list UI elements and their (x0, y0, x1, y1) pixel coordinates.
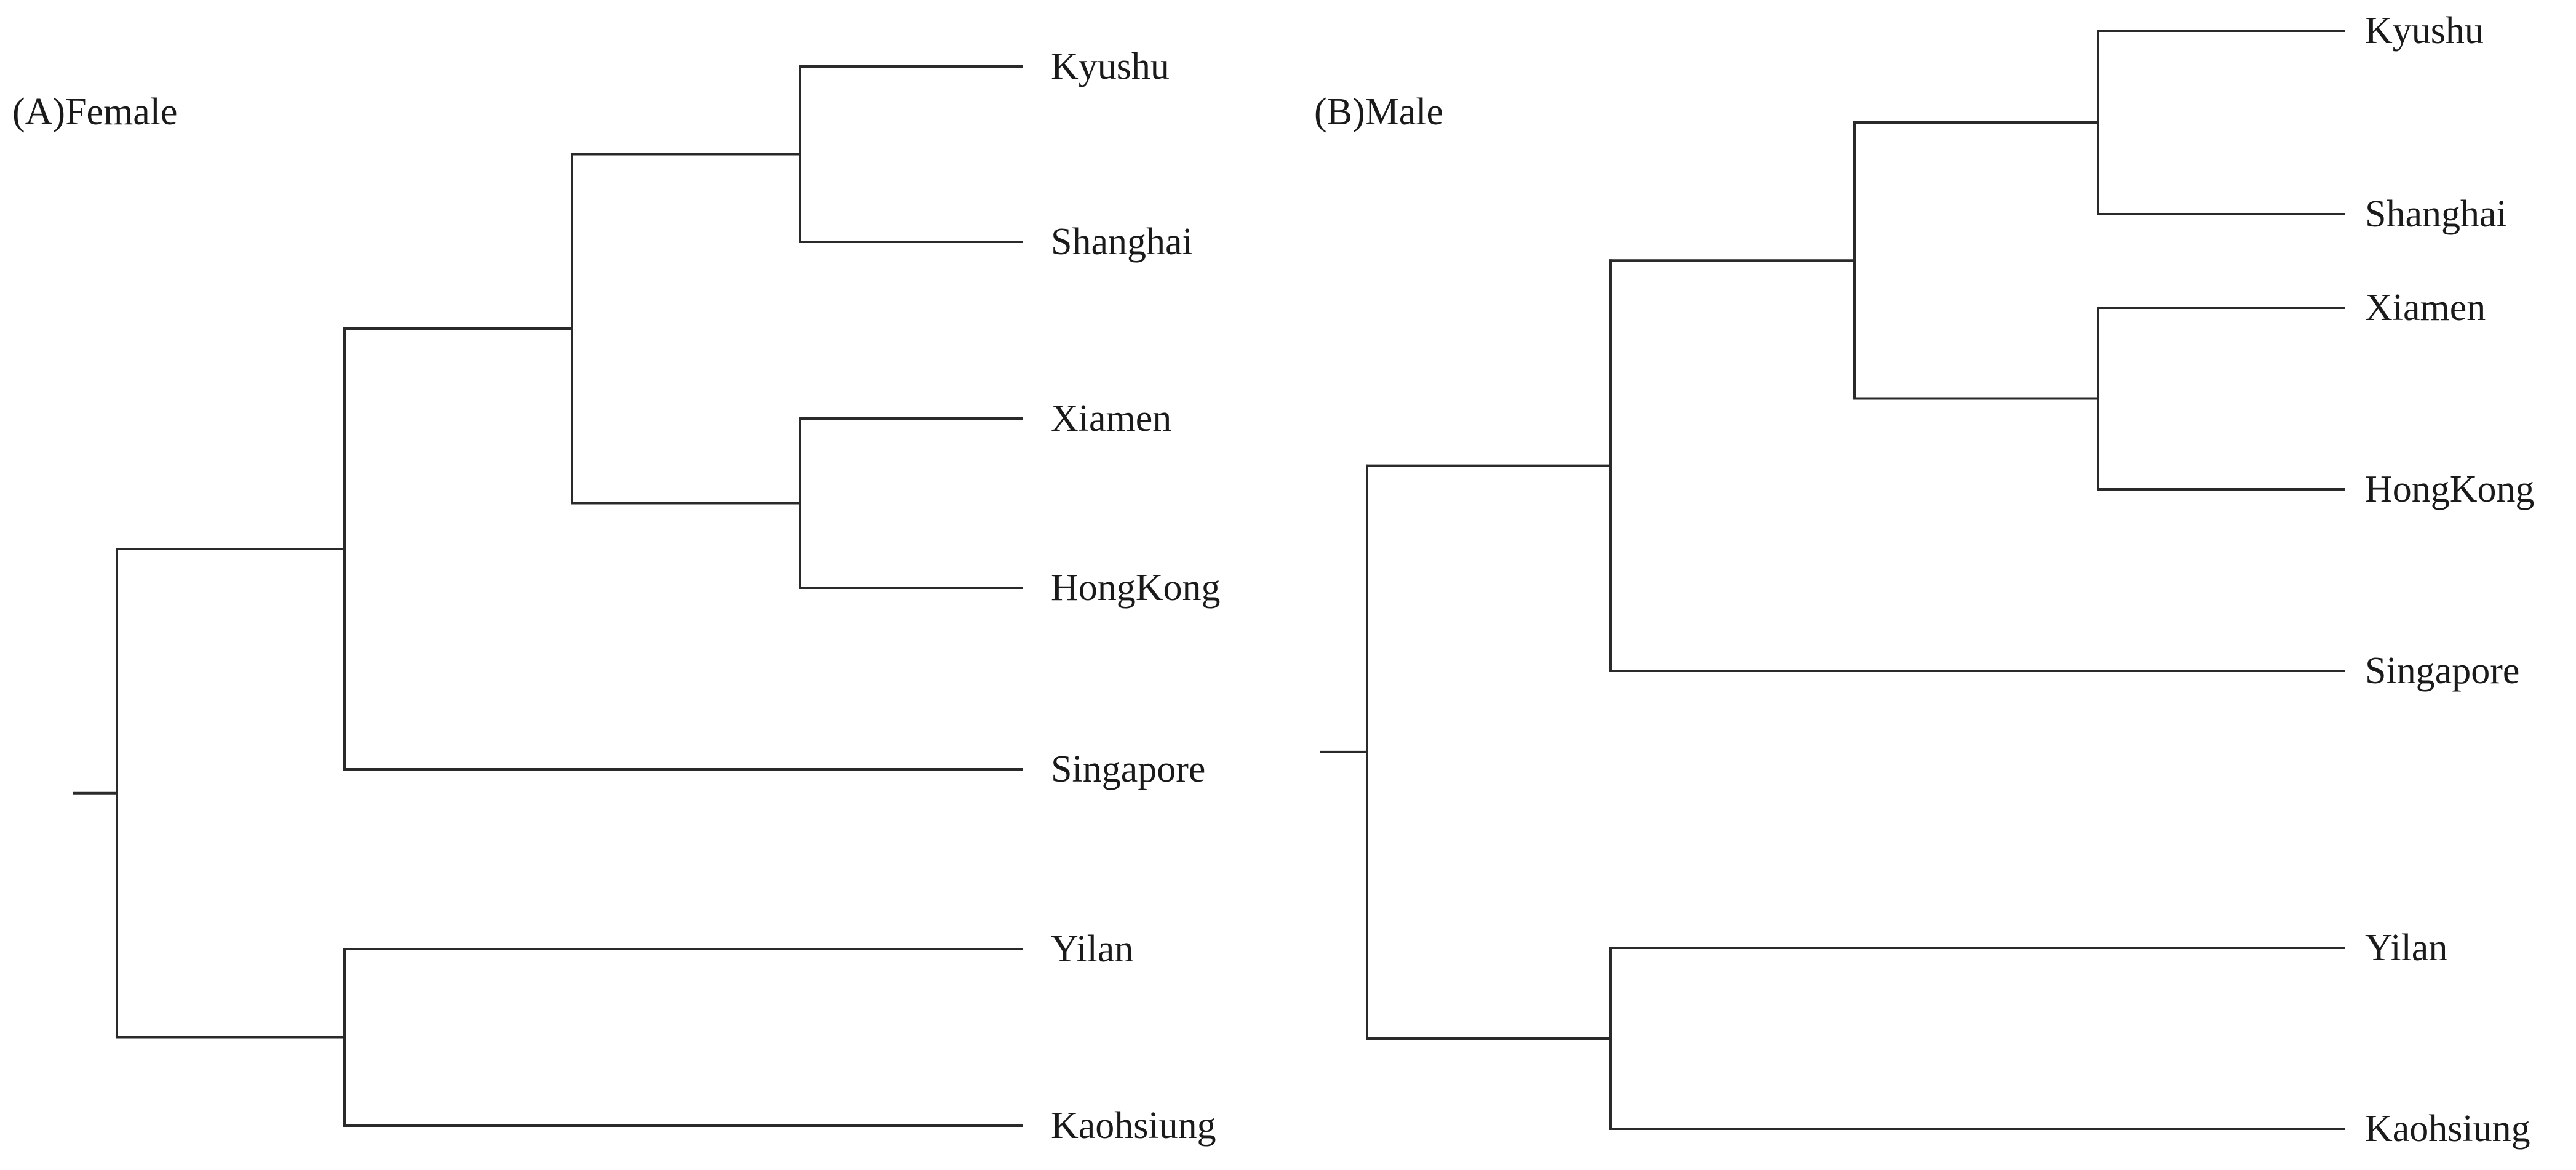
leaf-label: Singapore (2365, 650, 2519, 692)
tree-female: KyushuShanghaiXiamenHongKongSingaporeYil… (73, 46, 1221, 1147)
panel-title-male: (B)Male (1314, 91, 1443, 133)
leaf-label: HongKong (2365, 468, 2535, 510)
leaf-label: Kaohsiung (1051, 1105, 1216, 1147)
leaf-label: Shanghai (2365, 193, 2507, 235)
leaf-label: Xiamen (2365, 287, 2486, 329)
leaf-label: Yilan (2365, 927, 2447, 969)
leaf-label: Kaohsiung (2365, 1108, 2530, 1150)
panel-title-female: (A)Female (12, 91, 178, 133)
leaf-label: Xiamen (1051, 398, 1171, 439)
leaf-label: Singapore (1051, 748, 1205, 790)
tree-male: KyushuShanghaiXiamenHongKongSingaporeYil… (1320, 10, 2535, 1150)
leaf-label: HongKong (1051, 567, 1221, 609)
leaf-label: Kyushu (1051, 46, 1170, 87)
leaf-label: Shanghai (1051, 221, 1193, 263)
leaf-label: Kyushu (2365, 10, 2484, 52)
leaf-label: Yilan (1051, 928, 1133, 970)
panel-male: (B)Male KyushuShanghaiXiamenHongKongSing… (1314, 10, 2535, 1150)
panel-female: (A)Female KyushuShanghaiXiamenHongKongSi… (12, 46, 1221, 1147)
